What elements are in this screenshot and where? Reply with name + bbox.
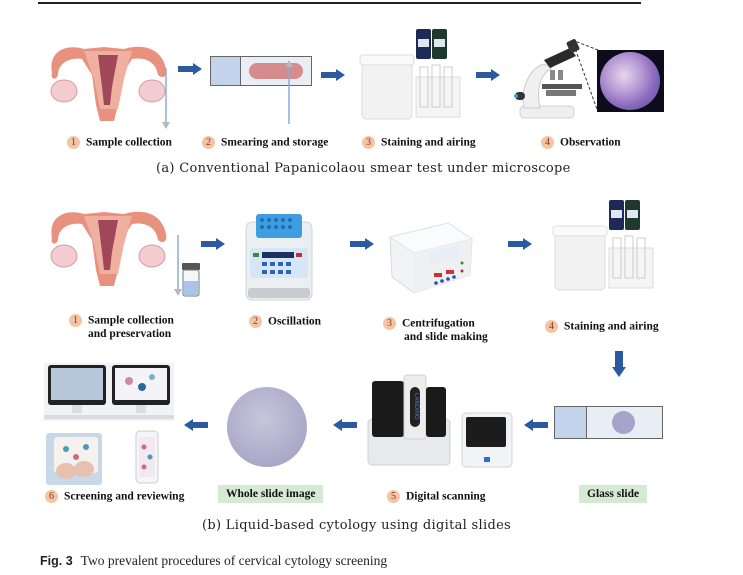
arrow-right-icon	[201, 238, 225, 250]
step-badge: 3	[383, 316, 396, 330]
arrow-right-icon	[178, 63, 202, 75]
arrow-left-icon	[524, 419, 548, 431]
digital-scanner-illustration: LANDING	[367, 374, 513, 468]
step-badge: 1	[69, 313, 82, 327]
whole-slide-image-tag: Whole slide image	[218, 485, 324, 503]
step-label-line2: and preservation	[88, 328, 172, 340]
panel-a-caption: (a) Conventional Papanicolaou smear test…	[156, 161, 571, 176]
arrow-right-icon	[476, 69, 500, 81]
collection-down-arrow	[174, 235, 182, 296]
glass-slide-smear	[210, 56, 312, 86]
arrow-left-icon	[333, 419, 357, 431]
glass-slide-specimen	[554, 406, 663, 439]
uterus-illustration	[50, 211, 167, 286]
panel-b-caption: (b) Liquid-based cytology using digital …	[202, 518, 512, 533]
uterus-illustration	[50, 46, 167, 121]
step-badge: 6	[45, 489, 58, 503]
step-badge: 3	[362, 135, 375, 149]
zoom-dashed-lines	[571, 39, 599, 113]
arrow-right-icon	[350, 238, 374, 250]
staining-kit-illustration	[552, 200, 654, 291]
figure-caption-text: Two prevalent procedures of cervical cyt…	[80, 553, 388, 568]
step-badge: 2	[249, 314, 262, 328]
step-badge: 5	[387, 489, 400, 503]
specimen-vial-icon	[182, 263, 200, 297]
step-badge: 2	[202, 135, 215, 149]
figure-number: Fig. 3	[40, 554, 73, 568]
oscillator-device-illustration	[245, 214, 313, 301]
step-badge: 4	[541, 135, 554, 149]
collection-down-arrow	[162, 68, 170, 129]
step-badge: 1	[67, 135, 80, 149]
review-workstations-illustration	[44, 363, 174, 485]
arrow-left-icon	[184, 419, 208, 431]
step-badge: 4	[545, 319, 558, 333]
step-label-line2: and slide making	[404, 331, 488, 343]
staining-kit-illustration	[359, 29, 461, 120]
arrow-right-icon	[508, 238, 532, 250]
glass-slide-tag: Glass slide	[579, 485, 648, 503]
centrifuge-device-illustration	[388, 222, 474, 294]
smear-up-arrow	[285, 60, 293, 124]
microscopy-field-image	[597, 50, 664, 112]
arrow-right-icon	[321, 69, 345, 81]
scanner-brand: LANDING	[413, 393, 419, 420]
whole-slide-image	[227, 387, 307, 467]
arrow-down-icon	[612, 351, 626, 377]
top-rule	[38, 2, 641, 4]
figure-caption: Fig. 3 Two prevalent procedures of cervic…	[40, 553, 387, 569]
microscope-illustration	[514, 39, 582, 119]
